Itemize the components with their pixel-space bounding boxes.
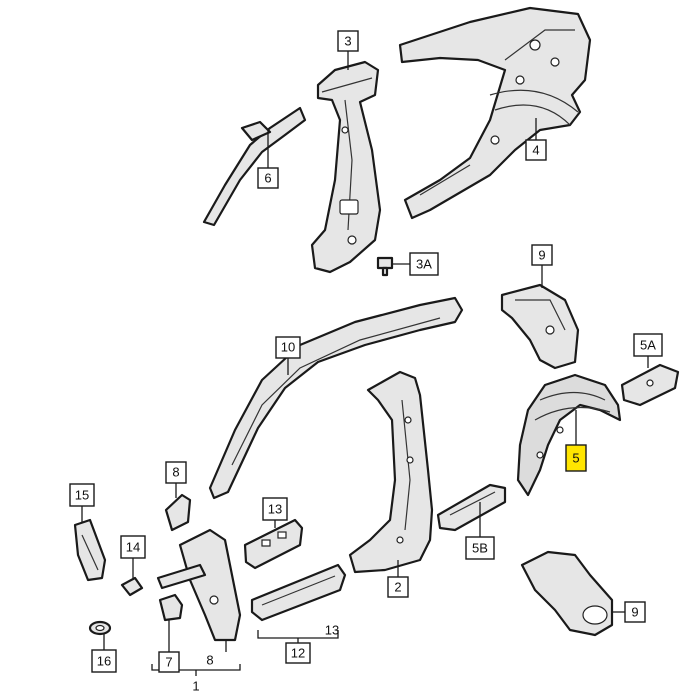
part-9-lower-fuel-housing[interactable] [520, 550, 614, 637]
callout-13-lower: 13 [325, 623, 339, 638]
callout-16-label: 16 [97, 654, 111, 669]
part-14-clip[interactable] [120, 576, 144, 597]
callout-3a-label: 3A [416, 257, 432, 272]
callout-2[interactable]: 2 [387, 576, 409, 598]
callout-13-lower-label: 13 [325, 623, 339, 638]
callout-5a[interactable]: 5A [633, 333, 663, 357]
callout-7-label: 7 [165, 655, 172, 670]
callout-1: 1 [192, 679, 199, 694]
part-7-clip[interactable] [158, 593, 184, 622]
part-12-lower-sill[interactable] [250, 563, 347, 622]
callout-3a[interactable]: 3A [409, 252, 439, 276]
part-5a-plate[interactable] [620, 363, 680, 407]
callout-5b[interactable]: 5B [465, 536, 495, 560]
callout-5b-label: 5B [472, 541, 488, 556]
callout-14-label: 14 [126, 540, 140, 555]
callout-14[interactable]: 14 [120, 535, 146, 559]
callout-5-label: 5 [572, 451, 579, 466]
callout-3-label: 3 [344, 34, 351, 49]
part-5-wheelhouse[interactable] [516, 373, 622, 497]
callout-1-label: 1 [192, 679, 199, 694]
part-4-rear-quarter-panel[interactable] [398, 6, 592, 220]
callout-16[interactable]: 16 [91, 649, 117, 673]
callout-5[interactable]: 5 [565, 444, 587, 472]
part-3-b-pillar[interactable] [310, 60, 382, 274]
callout-7[interactable]: 7 [158, 651, 180, 673]
part-8-upper-bracket[interactable] [164, 493, 192, 532]
part-15-connector[interactable] [73, 518, 107, 582]
callout-15-label: 15 [75, 488, 89, 503]
callout-8-upper-label: 8 [172, 465, 179, 480]
callout-6[interactable]: 6 [257, 167, 279, 189]
callout-3[interactable]: 3 [337, 30, 359, 52]
part-13-bracket[interactable] [243, 518, 304, 570]
callout-8-upper[interactable]: 8 [165, 461, 187, 484]
callout-9-upper[interactable]: 9 [531, 244, 553, 266]
callout-12[interactable]: 12 [285, 642, 311, 664]
callout-4[interactable]: 4 [525, 139, 547, 161]
callout-5a-label: 5A [640, 338, 656, 353]
callout-10-label: 10 [281, 340, 295, 355]
part-6-a-pillar-strip[interactable] [202, 106, 307, 227]
callout-8-lower-label: 8 [206, 653, 213, 668]
part-16-grommet[interactable] [88, 620, 112, 636]
leader-lines [81, 51, 649, 676]
callout-6-label: 6 [264, 171, 271, 186]
callout-4-label: 4 [532, 143, 539, 158]
callout-13-upper[interactable]: 13 [262, 497, 288, 521]
callout-9-upper-label: 9 [538, 248, 545, 263]
part-8-a-pillar-lower[interactable] [156, 528, 242, 642]
part-5b-sill-piece[interactable] [436, 483, 507, 532]
part-9-upper-bracket[interactable] [500, 283, 580, 370]
callout-15[interactable]: 15 [69, 483, 95, 507]
callout-12-label: 12 [291, 646, 305, 661]
callout-2-label: 2 [394, 580, 401, 595]
callout-10[interactable]: 10 [275, 336, 301, 359]
callout-9-lower-label: 9 [631, 605, 638, 620]
callout-13-upper-label: 13 [268, 502, 282, 517]
callout-8-lower: 8 [206, 653, 213, 668]
part-3a-bolt[interactable] [376, 256, 394, 277]
part-2-b-pillar-lower[interactable] [348, 370, 434, 574]
callout-9-lower[interactable]: 9 [624, 601, 646, 623]
